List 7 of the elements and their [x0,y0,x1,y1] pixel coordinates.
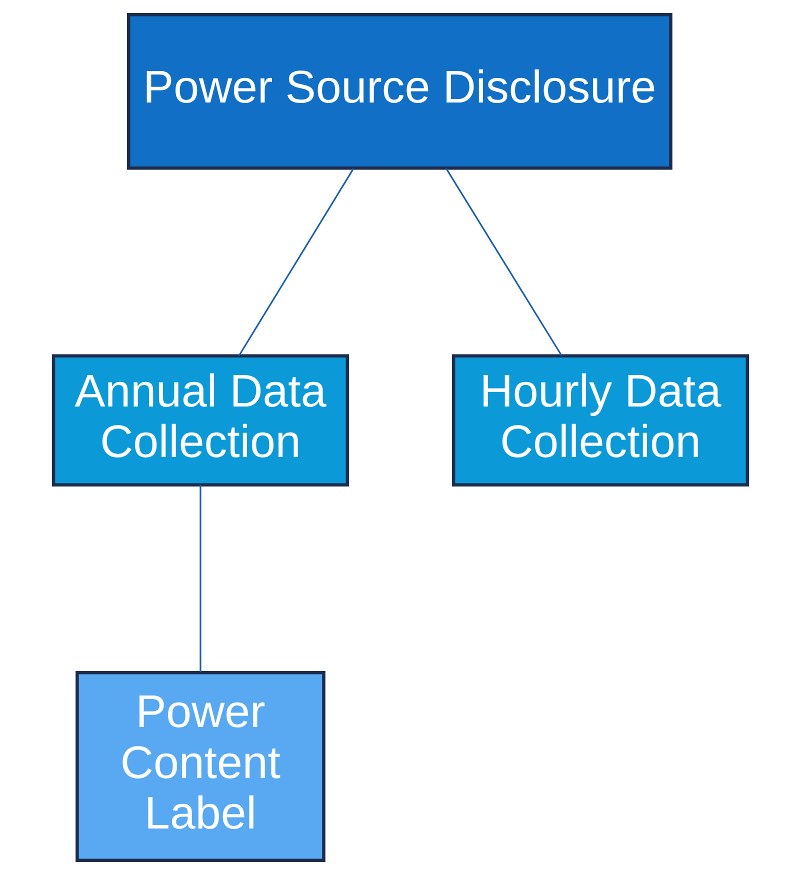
connector [199,484,201,672]
connector [445,168,562,356]
node-box: Power Content Label [75,670,325,862]
connector [238,168,354,356]
node-box: Annual Data Collection [51,354,349,486]
node-box: Power Source Disclosure [126,12,672,170]
node-box: Hourly Data Collection [451,354,749,486]
